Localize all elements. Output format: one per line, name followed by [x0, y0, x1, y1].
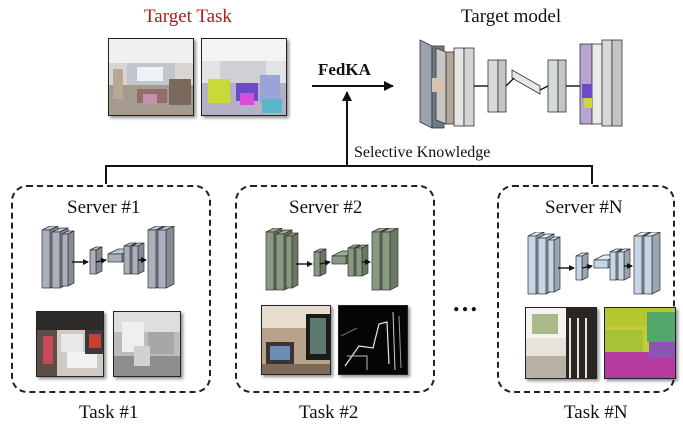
network-layer: [381, 228, 399, 291]
server-box-1: [11, 185, 211, 393]
server-2-network: [265, 228, 399, 291]
network-layer: [61, 230, 75, 287]
target-encoder-layer-3: [453, 47, 475, 127]
server-2-edge-image: [338, 305, 408, 375]
target-bottleneck-layer: [511, 69, 541, 95]
server-1-network: [41, 226, 175, 289]
server-bracket: [105, 165, 593, 184]
task-2-label: Task #2: [299, 402, 359, 423]
task-n-label: Task #N: [564, 402, 628, 423]
target-decoder-layer-2: [601, 39, 623, 127]
target-mid-layer-2: [547, 59, 567, 113]
network-layer: [355, 244, 369, 277]
target-task-title: Target Task: [144, 6, 232, 27]
network-layer: [157, 226, 175, 289]
server-2-title: Server #2: [289, 197, 363, 218]
network-layer: [547, 236, 561, 293]
network-layer: [313, 248, 327, 277]
task-1-label: Task #1: [79, 402, 139, 423]
server-1-depth-image: [113, 311, 181, 377]
target-rgb-image: [108, 38, 194, 116]
ellipsis: …: [452, 288, 478, 317]
target-mid-layer-1: [487, 59, 507, 113]
server-1-rgb-image: [36, 311, 104, 377]
network-layer: [643, 232, 661, 295]
server-1-title: Server #1: [67, 197, 141, 218]
network-arrow: [95, 258, 107, 264]
server-n-title: Server #N: [545, 197, 623, 218]
network-layer: [617, 248, 631, 281]
server-n-segmentation-image: [604, 307, 676, 379]
selective-knowledge-label: Selective Knowledge: [354, 144, 491, 161]
server-2-rgb-image: [261, 305, 331, 375]
network-arrow: [319, 260, 331, 266]
target-segmentation-image: [201, 38, 287, 116]
server-n-rgb-image: [525, 307, 597, 379]
server-box-2: [235, 185, 435, 393]
network-arrow: [581, 264, 593, 270]
target-model-title: Target model: [461, 6, 562, 27]
server-box-n: [497, 185, 675, 393]
fedka-label: FedKA: [318, 60, 371, 79]
target-model-network: [419, 39, 623, 129]
network-layer: [131, 242, 145, 275]
network-layer: [285, 232, 299, 289]
server-n-network: [527, 232, 661, 295]
